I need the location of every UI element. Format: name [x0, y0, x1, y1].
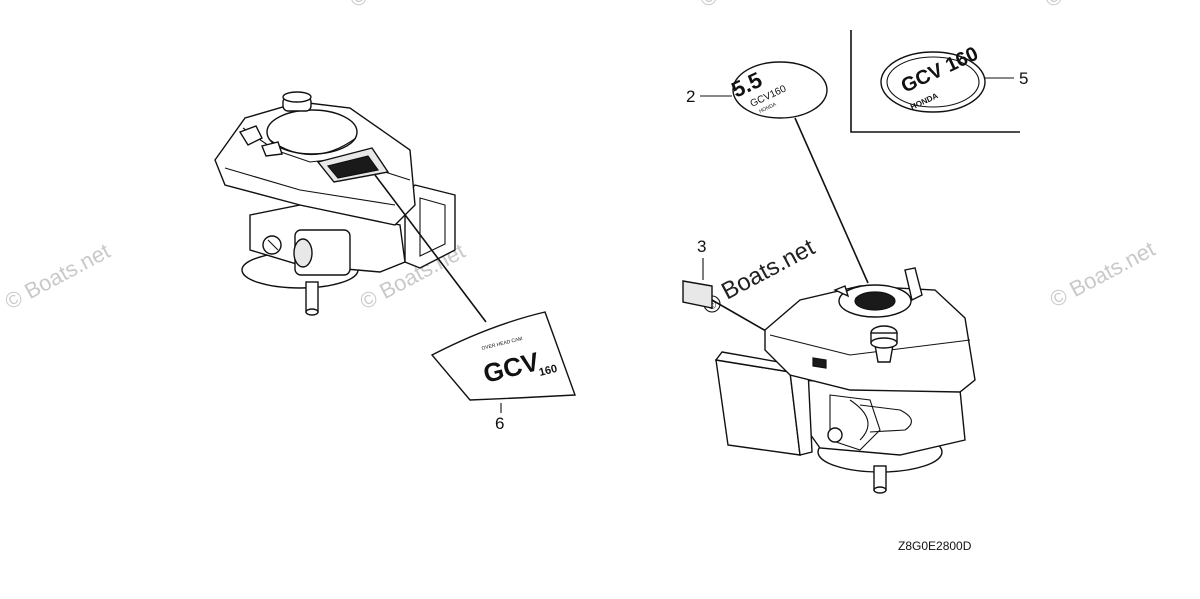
leader-label-6	[374, 174, 487, 323]
emblem-5: GCV 160 HONDA	[880, 43, 986, 113]
callout-5: 5	[1019, 69, 1028, 88]
watermark-top-3: © Boats.net	[1041, 0, 1155, 12]
callout-3: 3	[697, 237, 706, 256]
watermark-right: © Boats.net	[1046, 236, 1160, 312]
inset-frame	[850, 30, 1020, 133]
label-6-number: 160	[538, 363, 559, 379]
engine-left	[214, 91, 456, 316]
watermark-left: © Boats.net	[1, 238, 115, 314]
emblem-2: HONDA GCV160 5.5	[728, 61, 828, 119]
sticker-3	[682, 280, 713, 309]
diagram-code: Z8G0E2800D	[898, 539, 972, 553]
watermarks: © Boats.net © Boats.net © Boats.net © Bo…	[1, 0, 1160, 314]
label-6: OVER HEAD CAM GCV 160	[430, 311, 576, 401]
leader-emblem-2	[794, 117, 869, 284]
watermark-main-text: Boats.net	[717, 234, 820, 306]
watermark-top-1: © Boats.net	[346, 0, 460, 12]
engine-right	[714, 267, 976, 494]
callout-2: 2	[686, 87, 695, 106]
callout-6: 6	[495, 414, 504, 433]
watermark-top-2: © Boats.net	[696, 0, 810, 12]
